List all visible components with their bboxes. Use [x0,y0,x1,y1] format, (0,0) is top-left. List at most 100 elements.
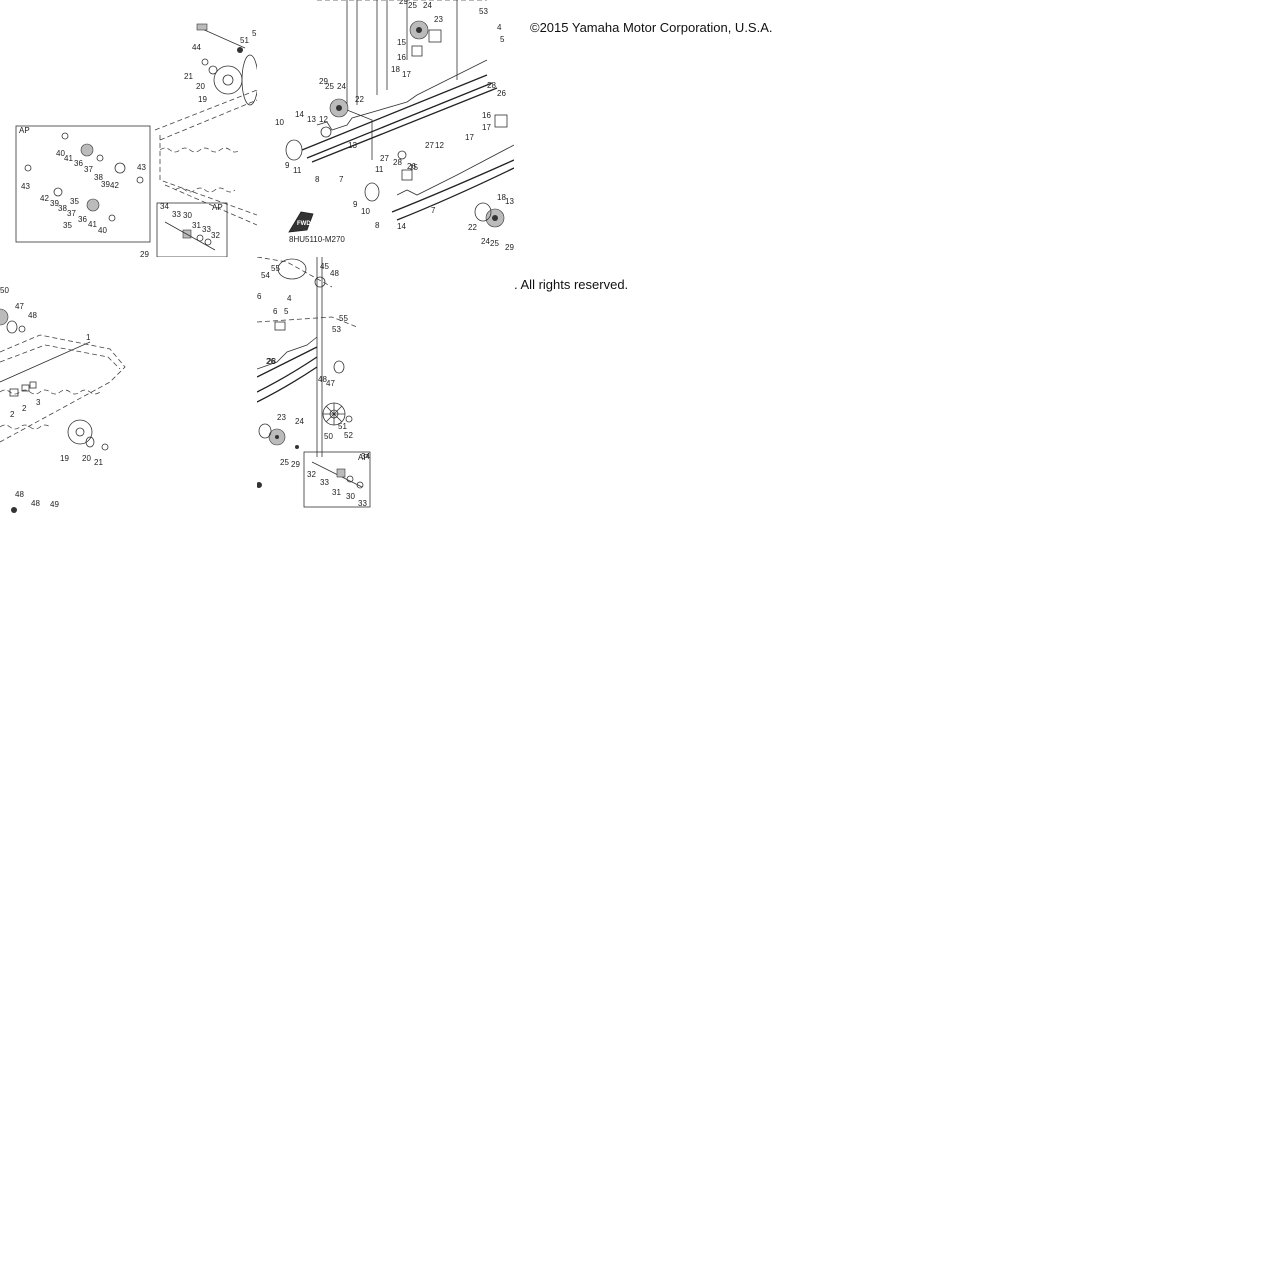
callout-number: 4 [287,294,292,303]
callout-number: 26 [407,162,416,171]
callout-number: 24 [337,82,346,91]
callout-number: 7 [339,175,344,184]
callout-number: 6 [257,292,262,301]
callout-number: 33 [172,210,181,219]
callout-number: 2 [10,410,15,419]
callout-number: 38 [94,173,103,182]
callout-number: 29 [319,77,328,86]
callout-number: 39 [50,199,59,208]
callout-number: 48 [15,490,24,499]
callout-number: 23 [434,15,443,24]
callout-number: 21 [184,72,193,81]
callout-number: 29 [505,243,514,252]
callout-number: 31 [192,221,201,230]
callout-number: 53 [479,7,488,16]
callout-number: 13 [505,197,514,206]
callout-number: 32 [211,231,220,240]
callout-number: 12 [319,115,328,124]
callout-number: 4 [497,23,502,32]
callout-number: 3 [36,398,41,407]
callout-number: 27 [380,154,389,163]
callout-number: 54 [261,271,270,280]
callout-number: 37 [67,209,76,218]
callout-number: 25 [408,1,417,10]
callout-number: 15 [397,38,406,47]
callout-number: 25 [280,458,289,467]
callout-number: 8 [375,221,380,230]
callout-number: 16 [397,53,406,62]
fwd-label: FWD [297,221,311,227]
callout-number: 23 [277,413,286,422]
callout-number: 5 [284,307,289,316]
callout-number: 18 [497,193,506,202]
callout-number: 35 [70,197,79,206]
callout-number: 24 [295,417,304,426]
callout-number: 37 [84,165,93,174]
callout-number: 52 [344,431,353,440]
callout-number: 28 [267,357,276,366]
callout-number: 8 [315,175,320,184]
callout-number: 25 [490,239,499,248]
callout-number: 50 [324,432,333,441]
callout-number: 51 [240,36,249,45]
callout-number: 18 [391,65,400,74]
callout-number: 13 [348,141,357,150]
callout-number: 48 [31,499,40,508]
callout-number: 19 [60,454,69,463]
callout-number: 19 [198,95,207,104]
fwd-arrow-icon: FWD [288,211,314,233]
copyright-line-1: ©2015 Yamaha Motor Corporation, U.S.A. [530,20,773,35]
diagram-code: 8HU5110-M270 [289,235,345,244]
callout-number: 33 [320,478,329,487]
callout-number: 43 [137,163,146,172]
callout-number: 7 [431,206,436,215]
callout-number: 15 [409,163,418,172]
callout-number: 30 [346,492,355,501]
callout-number: 28 [393,158,402,167]
callout-number: 30 [183,211,192,220]
ap-box-label: AP [212,203,223,212]
callout-number: 14 [397,222,406,231]
callout-number: 27 [425,141,434,150]
callout-number: 28 [487,81,496,90]
callout-number: 5 [500,35,505,44]
ap-box-label: AP [19,126,30,135]
callout-number: 10 [361,207,370,216]
callout-number: 43 [21,182,30,191]
callout-number: 51 [338,422,347,431]
callout-number: 29 [291,460,300,469]
callout-number: 48 [318,375,327,384]
callout-number: 40 [56,149,65,158]
callout-number: 47 [326,379,335,388]
callout-number: 36 [78,215,87,224]
callout-number: 20 [196,82,205,91]
callout-number: 14 [295,110,304,119]
callout-number: 29 [140,250,149,257]
callout-number: 49 [50,500,59,509]
callout-number: 40 [98,226,107,235]
callout-number: 17 [465,133,474,142]
callout-number: 48 [330,269,339,278]
callout-number: 12 [435,141,444,150]
callout-number: 22 [468,223,477,232]
callout-number: 2 [22,404,27,413]
callout-number: 1 [86,333,91,342]
callout-number: 17 [482,123,491,132]
callout-number: 47 [15,302,24,311]
callout-number: 34 [160,202,169,211]
callout-number: 33 [358,499,367,508]
ap-box-label: AP [358,453,369,462]
callout-number: 24 [481,237,490,246]
callout-number: 17 [402,70,411,79]
callout-number: 34 [361,452,370,461]
